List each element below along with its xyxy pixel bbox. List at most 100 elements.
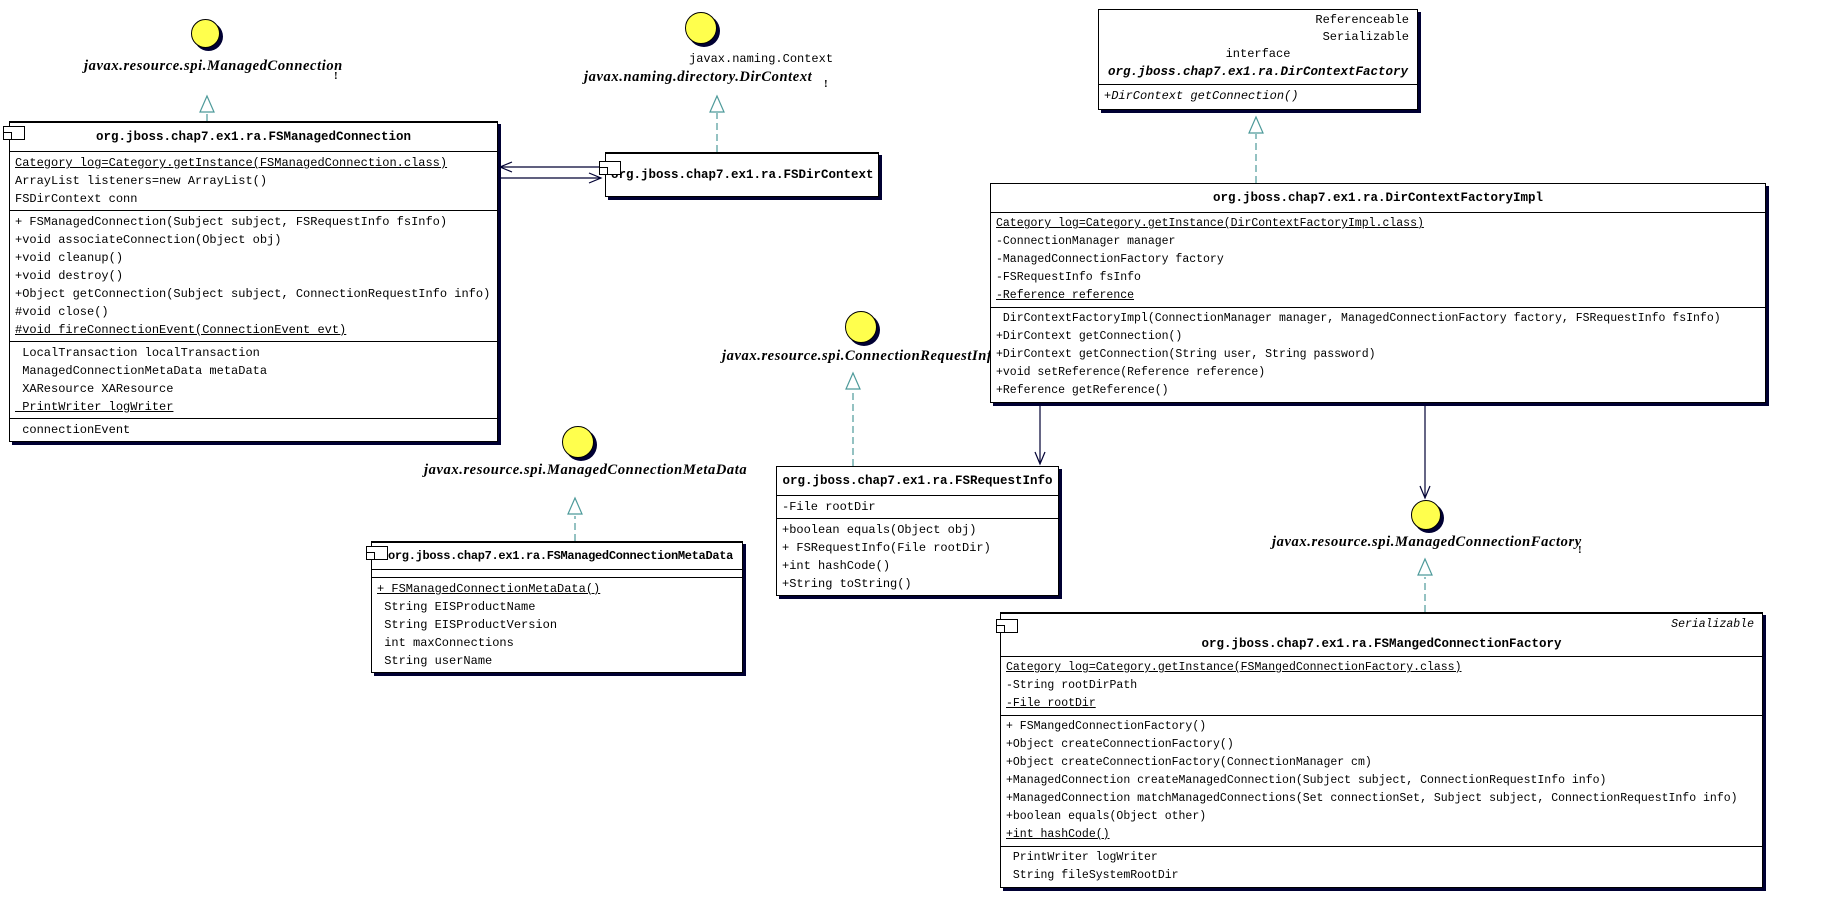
class-member: -File rootDir xyxy=(1006,697,1096,710)
class-title: org.jboss.chap7.ex1.ra.FSManagedConnecti… xyxy=(95,130,412,144)
class-compartment: connectionEvent xyxy=(10,418,497,441)
class-member: PrintWriter logWriter xyxy=(15,400,174,414)
realization-fsdircontext-dircontext xyxy=(709,94,725,152)
class-title: org.jboss.chap7.ex1.ra.DirContextFactory… xyxy=(1212,191,1544,205)
class-member: XAResource XAResource xyxy=(15,382,174,396)
class-member: +void cleanup() xyxy=(15,251,124,265)
class-member: +void associateConnection(Object obj) xyxy=(15,233,282,247)
class-member: +void destroy() xyxy=(15,269,124,283)
class-compartment: Category log=Category.getInstance(FSMang… xyxy=(1001,656,1762,715)
interface-mark: ! xyxy=(824,78,828,90)
class-member: + FSMangedConnectionFactory() xyxy=(1006,720,1207,733)
association-dircontextfactoryimpl-to-fsrequestinfo xyxy=(1034,395,1046,466)
class-member: String EISProductName xyxy=(377,600,536,614)
class-compartment: org.jboss.chap7.ex1.ra.DirContextFactory… xyxy=(991,184,1765,212)
class-member: String userName xyxy=(377,654,493,668)
realization-fsrequestinfo-connectionrequestinfo xyxy=(845,371,861,466)
class-member: -ManagedConnectionFactory factory xyxy=(996,253,1224,266)
class-member: +Object createConnectionFactory(Connecti… xyxy=(1006,756,1372,769)
interface-lollipop-managedconnection[interactable] xyxy=(191,19,220,48)
class-compartment: PrintWriter logWriter String fileSystemR… xyxy=(1001,846,1762,887)
class-member: -String rootDirPath xyxy=(1006,679,1138,692)
class-member: PrintWriter logWriter xyxy=(1006,851,1158,864)
interface-label-managedconnection: javax.resource.spi.ManagedConnection xyxy=(84,58,343,74)
class-member: +String toString() xyxy=(782,577,912,591)
realization-fsmangedconnectionfactory-managedconnectionfactory xyxy=(1417,557,1433,612)
class-member: connectionEvent xyxy=(15,423,131,437)
class-member: int maxConnections xyxy=(377,636,514,650)
interface-label-context: javax.naming.Context xyxy=(689,52,834,66)
class-member: +int hashCode() xyxy=(1006,828,1110,841)
class-member: +Reference getReference() xyxy=(996,384,1169,397)
class-member: FSDirContext conn xyxy=(15,192,138,206)
class-member: +ManagedConnection matchManagedConnectio… xyxy=(1006,792,1738,805)
class-icon xyxy=(3,126,25,140)
class-member: LocalTransaction localTransaction xyxy=(15,346,260,360)
class-compartment: org.jboss.chap7.ex1.ra.FSDirContext xyxy=(606,153,878,196)
class-title: org.jboss.chap7.ex1.ra.FSDirContext xyxy=(611,168,874,182)
interface-lollipop-connectionrequestinfo[interactable] xyxy=(845,311,877,343)
class-member: +DirContext getConnection() xyxy=(996,330,1183,343)
class-compartment: DirContextFactoryImpl(ConnectionManager … xyxy=(991,307,1765,402)
class-member: -File rootDir xyxy=(782,500,876,514)
class-compartment: Category log=Category.getInstance(DirCon… xyxy=(991,212,1765,307)
class-member: -FSRequestInfo fsInfo xyxy=(996,271,1141,284)
class-member: Category log=Category.getInstance(DirCon… xyxy=(996,217,1424,230)
class-icon xyxy=(599,161,621,175)
class-fsrequestinfo[interactable]: org.jboss.chap7.ex1.ra.FSRequestInfo -Fil… xyxy=(776,466,1059,596)
realization-fsmanagedconnection-managedconnection xyxy=(199,94,215,121)
class-member: +boolean equals(Object other) xyxy=(1006,810,1207,823)
class-member: +DirContext getConnection() xyxy=(1104,89,1299,103)
class-dircontextfactoryimpl[interactable]: org.jboss.chap7.ex1.ra.DirContextFactory… xyxy=(990,183,1766,403)
class-member: Serializable xyxy=(1671,618,1754,631)
class-member: +Object getConnection(Subject subject, C… xyxy=(15,287,491,301)
class-fsmanagedconnection[interactable]: org.jboss.chap7.ex1.ra.FSManagedConnecti… xyxy=(3,121,498,442)
class-member: ManagedConnectionMetaData metaData xyxy=(15,364,268,378)
interface-mark: ! xyxy=(1578,544,1582,556)
class-compartment: + FSManagedConnection(Subject subject, F… xyxy=(10,210,497,341)
interface-lollipop-dircontext[interactable] xyxy=(685,12,717,44)
class-title: org.jboss.chap7.ex1.ra.FSManagedConnecti… xyxy=(388,549,734,563)
class-member: ArrayList listeners=new ArrayList() xyxy=(15,174,268,188)
class-member: + FSManagedConnectionMetaData() xyxy=(377,582,601,596)
class-compartment: LocalTransaction localTransaction Manage… xyxy=(10,341,497,418)
class-compartment: +boolean equals(Object obj) + FSRequestIn… xyxy=(777,518,1058,595)
interface-lollipop-managedconnectionmetadata[interactable] xyxy=(562,426,594,458)
class-title: org.jboss.chap7.ex1.ra.FSMangedConnectio… xyxy=(1201,637,1562,651)
class-member: + FSRequestInfo(File rootDir) xyxy=(782,541,991,555)
class-fsdircontext[interactable]: org.jboss.chap7.ex1.ra.FSDirContext xyxy=(599,152,879,197)
interface-label-connectionrequestinfo: javax.resource.spi.ConnectionRequestInfo xyxy=(722,348,1001,364)
interface-label-dircontext: javax.naming.directory.DirContext xyxy=(584,69,813,85)
class-member: Category log=Category.getInstance(FSMang… xyxy=(1006,661,1462,674)
interface-label-managedconnectionmetadata: javax.resource.spi.ManagedConnectionMeta… xyxy=(424,462,748,478)
association-fsdircontext-to-fsmanagedconnection xyxy=(498,161,605,173)
class-member: -Reference reference xyxy=(996,289,1135,302)
class-icon xyxy=(366,546,388,560)
class-member: DirContextFactoryImpl(ConnectionManager … xyxy=(996,312,1721,325)
class-member: +Object createConnectionFactory() xyxy=(1006,738,1234,751)
class-member: + FSManagedConnection(Subject subject, F… xyxy=(15,215,448,229)
interface-mark: ! xyxy=(334,70,338,82)
class-compartment xyxy=(372,569,742,577)
interface-lollipop-managedconnectionfactory[interactable] xyxy=(1411,500,1441,530)
class-compartment: +DirContext getConnection() xyxy=(1099,84,1417,109)
realization-fsmanagedconnectionmetadata-managedconnectionmetadata xyxy=(567,496,583,541)
class-member: Serializable xyxy=(1322,30,1409,44)
class-member: #void fireConnectionEvent(ConnectionEven… xyxy=(15,323,347,337)
class-title: org.jboss.chap7.ex1.ra.FSRequestInfo xyxy=(782,474,1053,488)
class-member: +ManagedConnection createManagedConnecti… xyxy=(1006,774,1607,787)
class-fsmangedconnectionfactory[interactable]: Serializable org.jboss.chap7.ex1.ra.FSMan… xyxy=(996,612,1763,888)
association-fsmanagedconnection-to-fsdircontext xyxy=(496,172,603,184)
class-icon xyxy=(996,619,1018,633)
association-dircontextfactoryimpl-to-managedconnectionfactory xyxy=(1419,395,1431,500)
class-fsmanagedconnectionmetadata[interactable]: org.jboss.chap7.ex1.ra.FSManagedConnecti… xyxy=(366,541,743,673)
class-compartment: -File rootDir xyxy=(777,495,1058,518)
class-member: +DirContext getConnection(String user, S… xyxy=(996,348,1376,361)
class-compartment: org.jboss.chap7.ex1.ra.FSRequestInfo xyxy=(777,467,1058,495)
class-member: +boolean equals(Object obj) xyxy=(782,523,977,537)
class-member: interface xyxy=(1225,47,1291,61)
